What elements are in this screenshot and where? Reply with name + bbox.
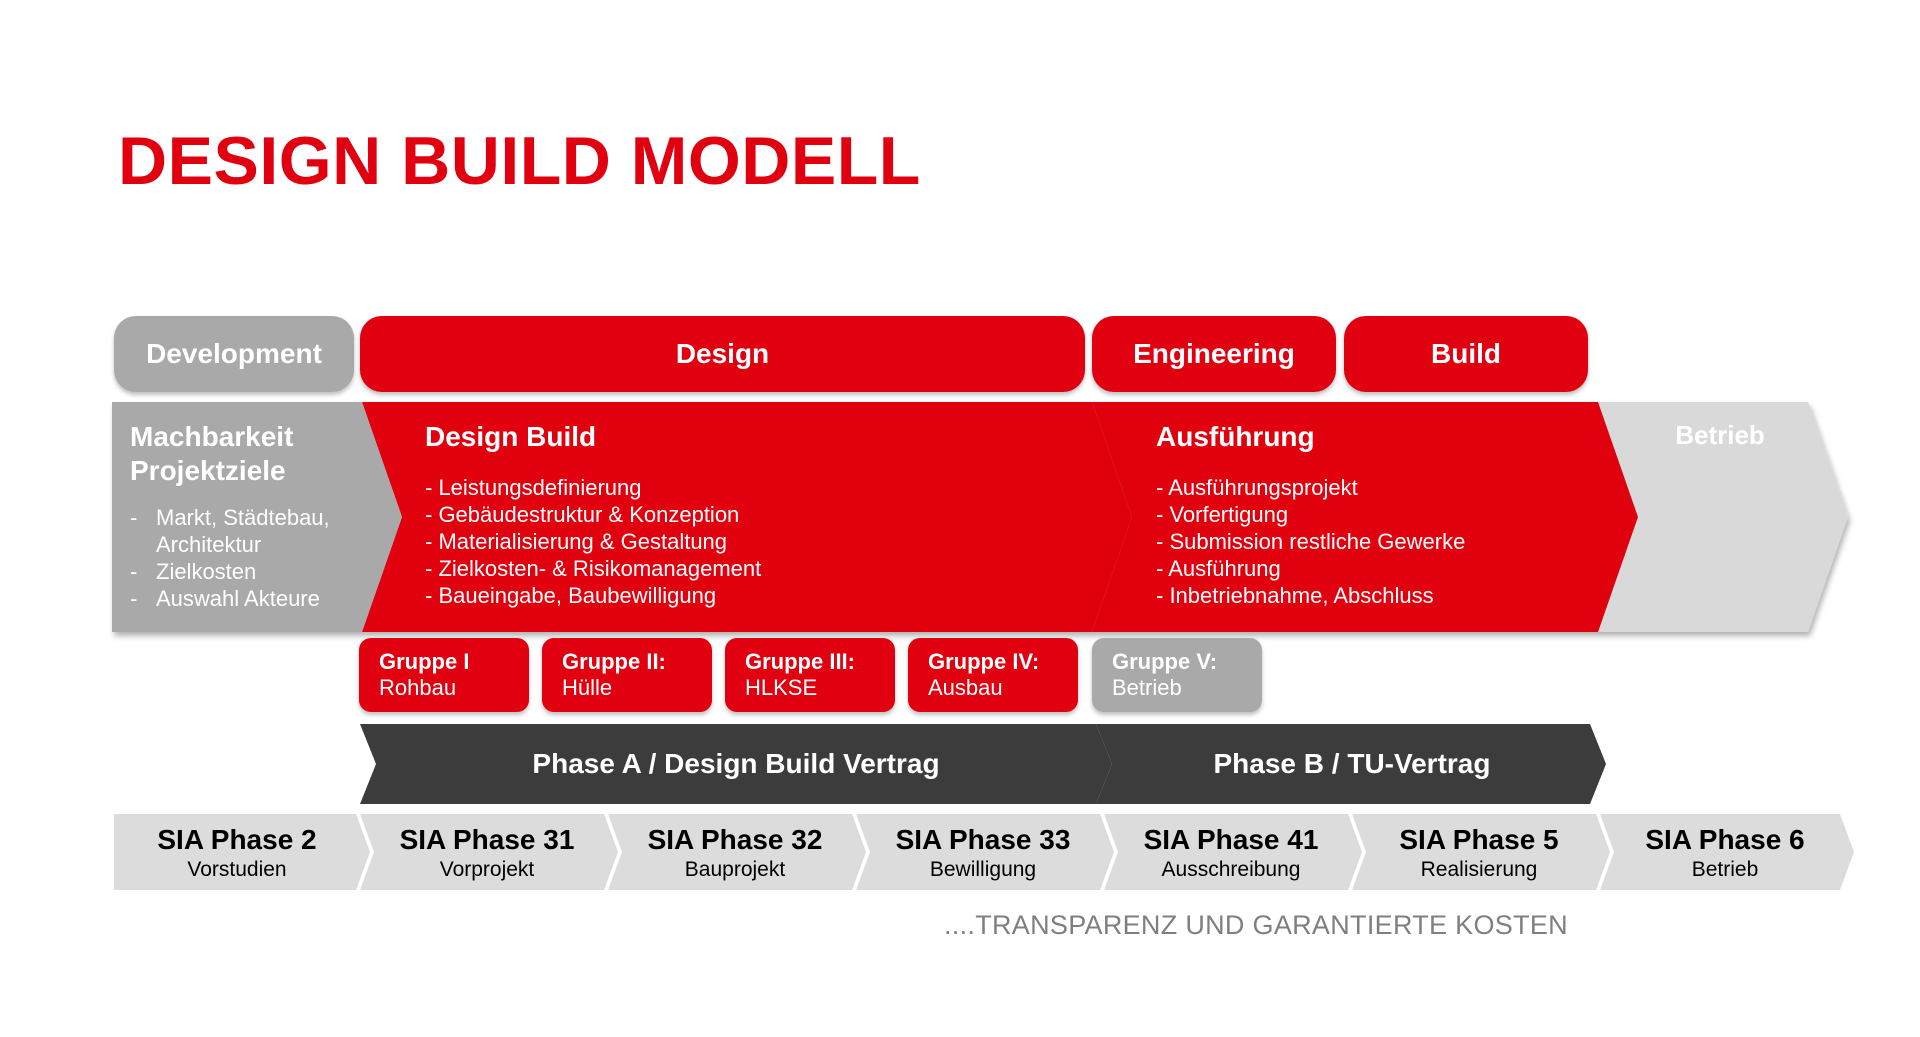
- group-sub: Hülle: [562, 675, 613, 700]
- sia-phase-33: SIA Phase 33 Bewilligung: [858, 824, 1108, 884]
- list-item: - Ausführungsprojekt: [1156, 475, 1358, 500]
- list-item: - Submission restliche Gewerke: [1156, 529, 1466, 554]
- phase-pill-development: Development: [114, 316, 354, 392]
- contract-phase-a-label: Phase A / Design Build Vertrag: [532, 748, 940, 779]
- group-4: Gruppe IV: Ausbau: [908, 638, 1078, 712]
- sia-chevron-5: [1104, 814, 1362, 890]
- group-name: Gruppe II:: [562, 649, 666, 674]
- list-item: - Inbetriebnahme, Abschluss: [1156, 583, 1434, 608]
- development-list: Markt, Städtebau, Architektur Zielkosten…: [130, 504, 350, 612]
- group-5: Gruppe V: Betrieb: [1092, 638, 1262, 712]
- betrieb-label: Betrieb: [1675, 420, 1765, 450]
- sia-phase-5: SIA Phase 5 Realisierung: [1354, 824, 1604, 884]
- list-item: - Zielkosten- & Risikomanagement: [425, 556, 762, 581]
- development-block: Machbarkeit Projektziele Markt, Städteba…: [130, 420, 350, 612]
- sia-phase-title: SIA Phase 2: [157, 824, 317, 855]
- sia-phase-sub: Vorstudien: [187, 858, 287, 881]
- sia-phase-sub: Realisierung: [1420, 858, 1538, 881]
- group-sub: Ausbau: [928, 675, 1003, 700]
- contract-phase-b: [1096, 724, 1606, 804]
- sia-phase-31: SIA Phase 31 Vorprojekt: [362, 824, 612, 884]
- group-sub: HLKSE: [745, 675, 818, 700]
- group-3: Gruppe III: HLKSE: [725, 638, 895, 712]
- sia-chevron-4: [856, 814, 1114, 890]
- sia-phase-title: SIA Phase 32: [647, 824, 823, 855]
- group-name: Gruppe I: [379, 649, 470, 674]
- sia-phase-title: SIA Phase 41: [1143, 824, 1319, 855]
- sia-phase-title: SIA Phase 5: [1399, 824, 1559, 855]
- ausfuehrung-heading: Ausführung: [1156, 421, 1315, 452]
- sia-chevron-1: [114, 814, 370, 890]
- sia-phase-32: SIA Phase 32 Bauprojekt: [610, 824, 860, 884]
- sia-chevron-2: [360, 814, 618, 890]
- list-item: - Gebäudestruktur & Konzeption: [425, 502, 740, 527]
- group-name: Gruppe III:: [745, 649, 855, 674]
- sia-chevron-7: [1600, 814, 1854, 890]
- contract-phase-b-label: Phase B / TU-Vertrag: [1213, 748, 1491, 779]
- ausfuehrung-list: - Ausführungsprojekt - Vorfertigung - Su…: [1156, 474, 1596, 609]
- design-build-heading: Design Build: [425, 421, 597, 452]
- sia-chevron-6: [1352, 814, 1610, 890]
- sia-phase-sub: Ausschreibung: [1161, 858, 1301, 881]
- list-item: Markt, Städtebau, Architektur: [130, 504, 350, 558]
- sia-phase-2: SIA Phase 2 Vorstudien: [114, 824, 360, 884]
- sia-phase-6: SIA Phase 6 Betrieb: [1602, 824, 1848, 884]
- sia-phase-sub: Bauprojekt: [684, 858, 786, 881]
- group-name: Gruppe V:: [1112, 649, 1218, 674]
- list-item: Zielkosten: [130, 558, 350, 585]
- footer-tagline: ....TRANSPARENZ UND GARANTIERTE KOSTEN: [944, 910, 1568, 940]
- group-2: Gruppe II: Hülle: [542, 638, 712, 712]
- sia-phase-title: SIA Phase 33: [895, 824, 1071, 855]
- page-title: DESIGN BUILD MODELL: [118, 123, 921, 199]
- list-item: - Vorfertigung: [1156, 502, 1289, 527]
- sia-phase-sub: Vorprojekt: [439, 858, 535, 881]
- list-item: - Leistungsdefinierung: [425, 475, 642, 500]
- phase-pill-build: Build: [1344, 316, 1588, 392]
- sia-phase-title: SIA Phase 31: [399, 824, 575, 855]
- design-build-block: Design Build - Leistungsdefinierung - Ge…: [425, 420, 1065, 609]
- list-item: - Materialisierung & Gestaltung: [425, 529, 728, 554]
- list-item: Auswahl Akteure: [130, 585, 350, 612]
- phase-pill-engineering: Engineering: [1092, 316, 1336, 392]
- chevron-ausfuehrung: [1092, 402, 1638, 632]
- development-heading-line1: Machbarkeit: [130, 421, 294, 452]
- sia-phase-41: SIA Phase 41 Ausschreibung: [1106, 824, 1356, 884]
- list-item: - Ausführung: [1156, 556, 1281, 581]
- sia-phase-title: SIA Phase 6: [1645, 824, 1805, 855]
- sia-chevron-3: [608, 814, 866, 890]
- group-name: Gruppe IV:: [928, 649, 1040, 674]
- chevron-betrieb: [1592, 402, 1848, 632]
- contract-phase-a: [360, 724, 1112, 804]
- sia-phase-sub: Betrieb: [1691, 858, 1759, 881]
- development-heading-line2: Projektziele: [130, 455, 286, 486]
- phase-pill-design: Design: [360, 316, 1085, 392]
- ausfuehrung-block: Ausführung - Ausführungsprojekt - Vorfer…: [1156, 420, 1596, 609]
- group-sub: Rohbau: [379, 675, 457, 700]
- group-1: Gruppe I Rohbau: [359, 638, 529, 712]
- sia-phase-sub: Bewilligung: [929, 858, 1037, 881]
- group-sub: Betrieb: [1112, 675, 1182, 700]
- design-build-list: - Leistungsdefinierung - Gebäudestruktur…: [425, 474, 1065, 609]
- list-item: - Baueingabe, Baubewilligung: [425, 583, 717, 608]
- chevron-design-build: [362, 402, 1132, 632]
